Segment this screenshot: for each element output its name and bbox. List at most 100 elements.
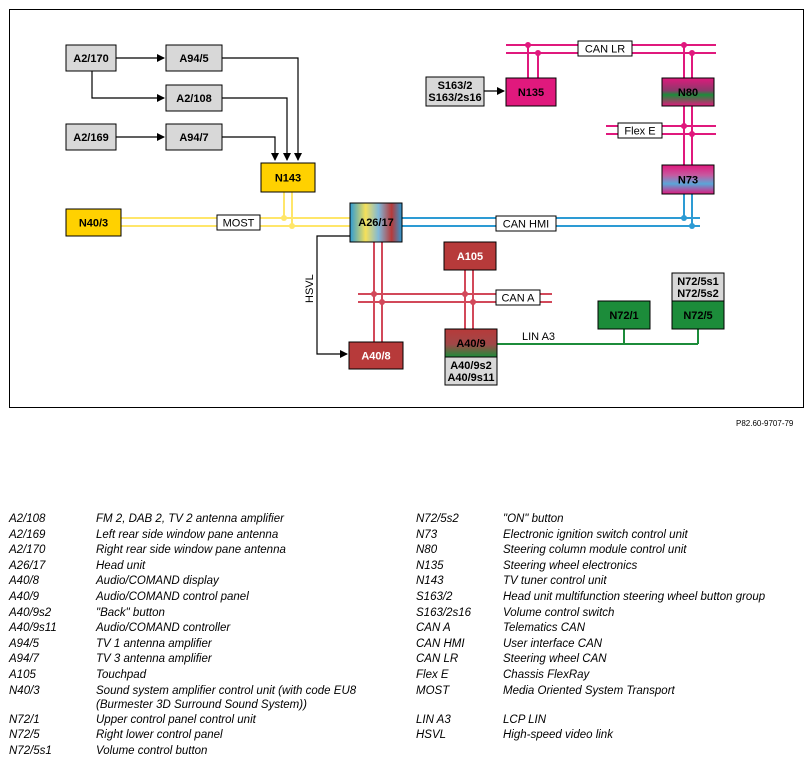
svg-text:A40/8: A40/8 [361, 351, 390, 363]
svg-text:N80: N80 [678, 87, 698, 99]
legend-code: N135 [416, 559, 444, 572]
legend-code: N40/3 [9, 684, 40, 697]
svg-text:A2/169: A2/169 [73, 132, 108, 144]
legend-description: TV 3 antenna amplifier [96, 653, 212, 666]
legend-description: Right lower control panel [96, 729, 223, 742]
svg-text:CAN A: CAN A [501, 293, 535, 305]
legend-description: TV 1 antenna amplifier [96, 637, 212, 650]
box-a2-108: A2/108 [165, 84, 223, 112]
legend-row: HSVL High-speed video link [416, 729, 806, 745]
svg-text:CAN HMI: CAN HMI [503, 219, 549, 231]
legend-description: Volume control button [96, 744, 208, 757]
hsvl-link [316, 235, 350, 358]
legend-description: Media Oriented System Transport [503, 684, 675, 697]
legend-code: S163/2 [416, 590, 453, 603]
svg-text:A2/108: A2/108 [176, 93, 211, 105]
legend-row: A105 Touchpad [9, 669, 409, 685]
legend-row: MOST Media Oriented System Transport [416, 685, 806, 701]
legend-description: Steering column module control unit [503, 544, 687, 557]
svg-text:CAN LR: CAN LR [585, 44, 625, 56]
legend-code: HSVL [416, 729, 447, 742]
legend-row: N135 Steering wheel electronics [416, 560, 806, 576]
legend-code: A40/9 [9, 590, 40, 603]
legend-description: Touchpad [96, 668, 147, 681]
box-a40-9: A40/9 A40/9s2 A40/9s11 [444, 328, 498, 386]
legend-code: N73 [416, 528, 438, 541]
box-a94-7: A94/7 [165, 123, 223, 151]
legend-description: Left rear side window pane antenna [96, 528, 279, 541]
box-a94-5: A94/5 [165, 44, 223, 72]
box-n72-5: N72/5s1 N72/5s2 N72/5 [671, 272, 725, 330]
legend-description: Audio/COMAND controller [96, 622, 231, 635]
legend-code: A94/5 [9, 637, 40, 650]
legend-code: N72/5s1 [9, 744, 52, 757]
legend-row: A94/5 TV 1 antenna amplifier [9, 638, 409, 654]
box-a40-8: A40/8 [348, 341, 404, 370]
svg-text:A2/170: A2/170 [73, 53, 108, 65]
legend-row: N143 TV tuner control unit [416, 575, 806, 591]
box-a26-17: A26/17 [349, 202, 403, 243]
box-n143: N143 [260, 162, 316, 193]
legend-code: A2/108 [9, 513, 46, 525]
legend-row: S163/2 Head unit multifunction steering w… [416, 591, 806, 607]
legend-code: MOST [416, 684, 450, 697]
svg-text:S163/2: S163/2 [438, 80, 473, 92]
legend-code: S163/2s16 [416, 606, 471, 619]
legend-description: FM 2, DAB 2, TV 2 antenna amplifier [96, 513, 284, 525]
legend-description: Steering wheel CAN [503, 653, 607, 666]
legend-description: High-speed video link [503, 729, 613, 742]
svg-text:N72/5: N72/5 [683, 310, 712, 322]
legend-code: A40/9s2 [9, 606, 52, 619]
antenna-signal-lines [91, 54, 302, 161]
svg-text:Flex E: Flex E [624, 126, 655, 138]
box-n135: N135 [505, 77, 557, 107]
legend-description: Upper control panel control unit [96, 713, 256, 726]
bus-label-can-hmi: CAN HMI [495, 215, 557, 232]
box-a2-170: A2/170 [65, 44, 117, 72]
svg-text:MOST: MOST [223, 218, 255, 230]
legend-code: N72/5 [9, 729, 40, 742]
legend-code: A40/8 [9, 575, 40, 588]
legend-code: A26/17 [9, 559, 46, 572]
legend-description: Head unit [96, 559, 146, 572]
svg-text:S163/2s16: S163/2s16 [428, 92, 481, 104]
legend-row: A40/9 Audio/COMAND control panel [9, 591, 409, 607]
legend-description: Steering wheel electronics [503, 559, 638, 572]
box-n73: N73 [661, 164, 715, 195]
svg-text:N143: N143 [275, 173, 301, 185]
box-n72-1: N72/1 [597, 300, 651, 330]
svg-text:N72/5s1: N72/5s1 [677, 276, 719, 288]
legend-description: User interface CAN [503, 637, 603, 650]
bus-label-can-lr: CAN LR [577, 40, 633, 57]
bus-label-lin-a3: LIN A3 [522, 331, 555, 343]
legend-row: A40/9s2"Back" button [9, 607, 409, 623]
legend-code: Flex E [416, 668, 449, 681]
svg-text:N72/5s2: N72/5s2 [677, 288, 719, 300]
legend-code: CAN A [416, 622, 451, 635]
legend-code: A105 [9, 668, 36, 681]
legend-code: A2/170 [9, 544, 46, 557]
box-n80: N80 [661, 77, 715, 107]
legend-description: Audio/COMAND control panel [96, 590, 249, 603]
legend-code: A40/9s11 [9, 622, 57, 635]
bus-label-most: MOST [216, 214, 261, 231]
legend-code: N143 [416, 575, 444, 588]
svg-text:N135: N135 [518, 87, 544, 99]
legend-code: A2/169 [9, 528, 46, 541]
legend-description: LCP LIN [503, 713, 547, 726]
legend-description: TV tuner control unit [503, 575, 607, 588]
svg-text:N73: N73 [678, 175, 698, 187]
svg-text:A26/17: A26/17 [358, 217, 393, 229]
legend-description: Head unit multifunction steering wheel b… [503, 590, 766, 603]
svg-text:A94/7: A94/7 [179, 132, 208, 144]
